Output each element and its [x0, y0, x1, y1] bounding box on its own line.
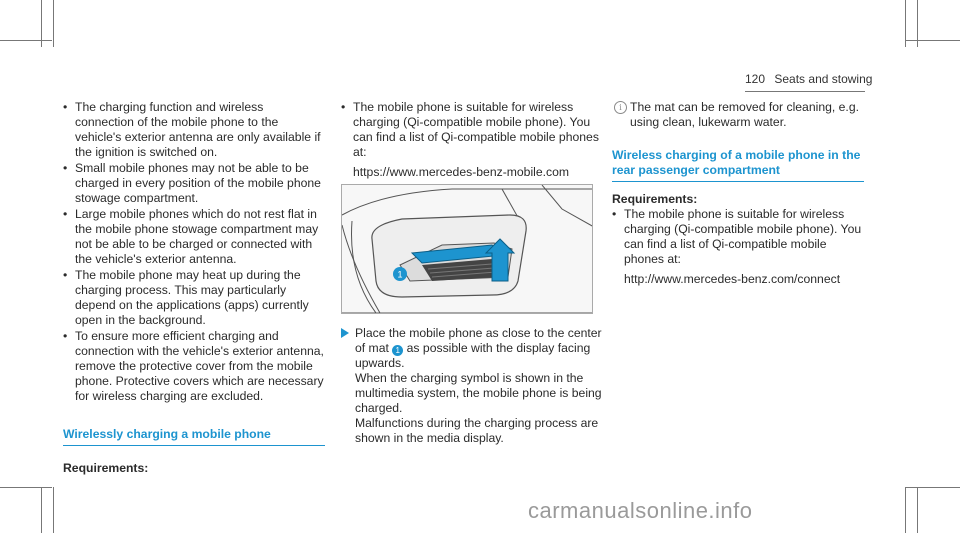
crop-mark: [41, 487, 42, 533]
note-text: The mat can be removed for cleaning, e.g…: [630, 100, 859, 129]
crop-mark: [905, 487, 906, 533]
section-name: Seats and stowing: [774, 72, 873, 86]
list-item: The mobile phone is suitable for wireles…: [341, 100, 603, 180]
crop-mark: [906, 40, 960, 41]
info-note: i The mat can be removed for cleaning, e…: [612, 100, 864, 130]
crop-mark: [917, 0, 918, 47]
callout-badge: 1: [392, 345, 404, 356]
url-link[interactable]: http://www.mercedes-benz.com/connect: [624, 272, 841, 286]
requirements-label: Requirements:: [612, 192, 698, 206]
notes-list: The charging function and wireless conne…: [63, 100, 325, 404]
column-middle-step: Place the mobile phone as close to the c…: [341, 326, 603, 446]
step-text-continued: as possible with the display facing upwa…: [355, 341, 591, 370]
requirement-text: The mobile phone is suitable for wireles…: [353, 100, 599, 159]
console-illustration: 1: [341, 184, 593, 314]
list-item: To ensure more efficient charging and co…: [63, 329, 325, 404]
section-title: Wirelessly charging a mobile phone: [63, 427, 325, 446]
figure-callout: 1: [397, 270, 402, 280]
charging-mat-image: 1: [342, 185, 592, 313]
page-number: 120: [745, 72, 766, 86]
column-left: The charging function and wireless conne…: [63, 100, 325, 476]
crop-mark: [0, 487, 52, 488]
step-note: Malfunctions during the charging process…: [355, 416, 599, 445]
step-result: When the charging symbol is shown in the…: [355, 371, 602, 415]
crop-mark: [917, 487, 918, 533]
list-item: The mobile phone may heat up during the …: [63, 268, 325, 328]
requirements-list: The mobile phone is suitable for wireles…: [612, 207, 864, 287]
requirements-list: The mobile phone is suitable for wireles…: [341, 100, 603, 180]
list-item: Large mobile phones which do not rest fl…: [63, 207, 325, 267]
step-text: Place the mobile phone as close to the c…: [355, 326, 602, 355]
crop-mark: [53, 487, 54, 533]
list-item: Small mobile phones may not be able to b…: [63, 161, 325, 206]
crop-mark: [905, 0, 906, 47]
crop-mark: [0, 40, 52, 41]
url-link[interactable]: https://www.mercedes-benz-mobile.com: [353, 165, 570, 179]
column-right: i The mat can be removed for cleaning, e…: [612, 100, 864, 288]
crop-mark: [53, 0, 54, 47]
requirements-label: Requirements:: [63, 461, 149, 475]
requirement-text: The mobile phone is suitable for wireles…: [624, 207, 862, 266]
info-icon: i: [614, 101, 627, 114]
watermark: carmanualsonline.info: [528, 498, 753, 523]
crop-mark: [906, 487, 960, 488]
list-item: The mobile phone is suitable for wireles…: [612, 207, 864, 287]
header-rule: [745, 91, 865, 92]
step-arrow-icon: [341, 328, 349, 338]
section-title: Wireless charging of a mobile phone in t…: [612, 148, 864, 182]
list-item: The charging function and wireless conne…: [63, 100, 325, 160]
page-header: 120 Seats and stowing: [745, 72, 872, 87]
crop-mark: [41, 0, 42, 47]
column-middle: The mobile phone is suitable for wireles…: [341, 100, 603, 181]
instruction-step: Place the mobile phone as close to the c…: [341, 326, 603, 446]
